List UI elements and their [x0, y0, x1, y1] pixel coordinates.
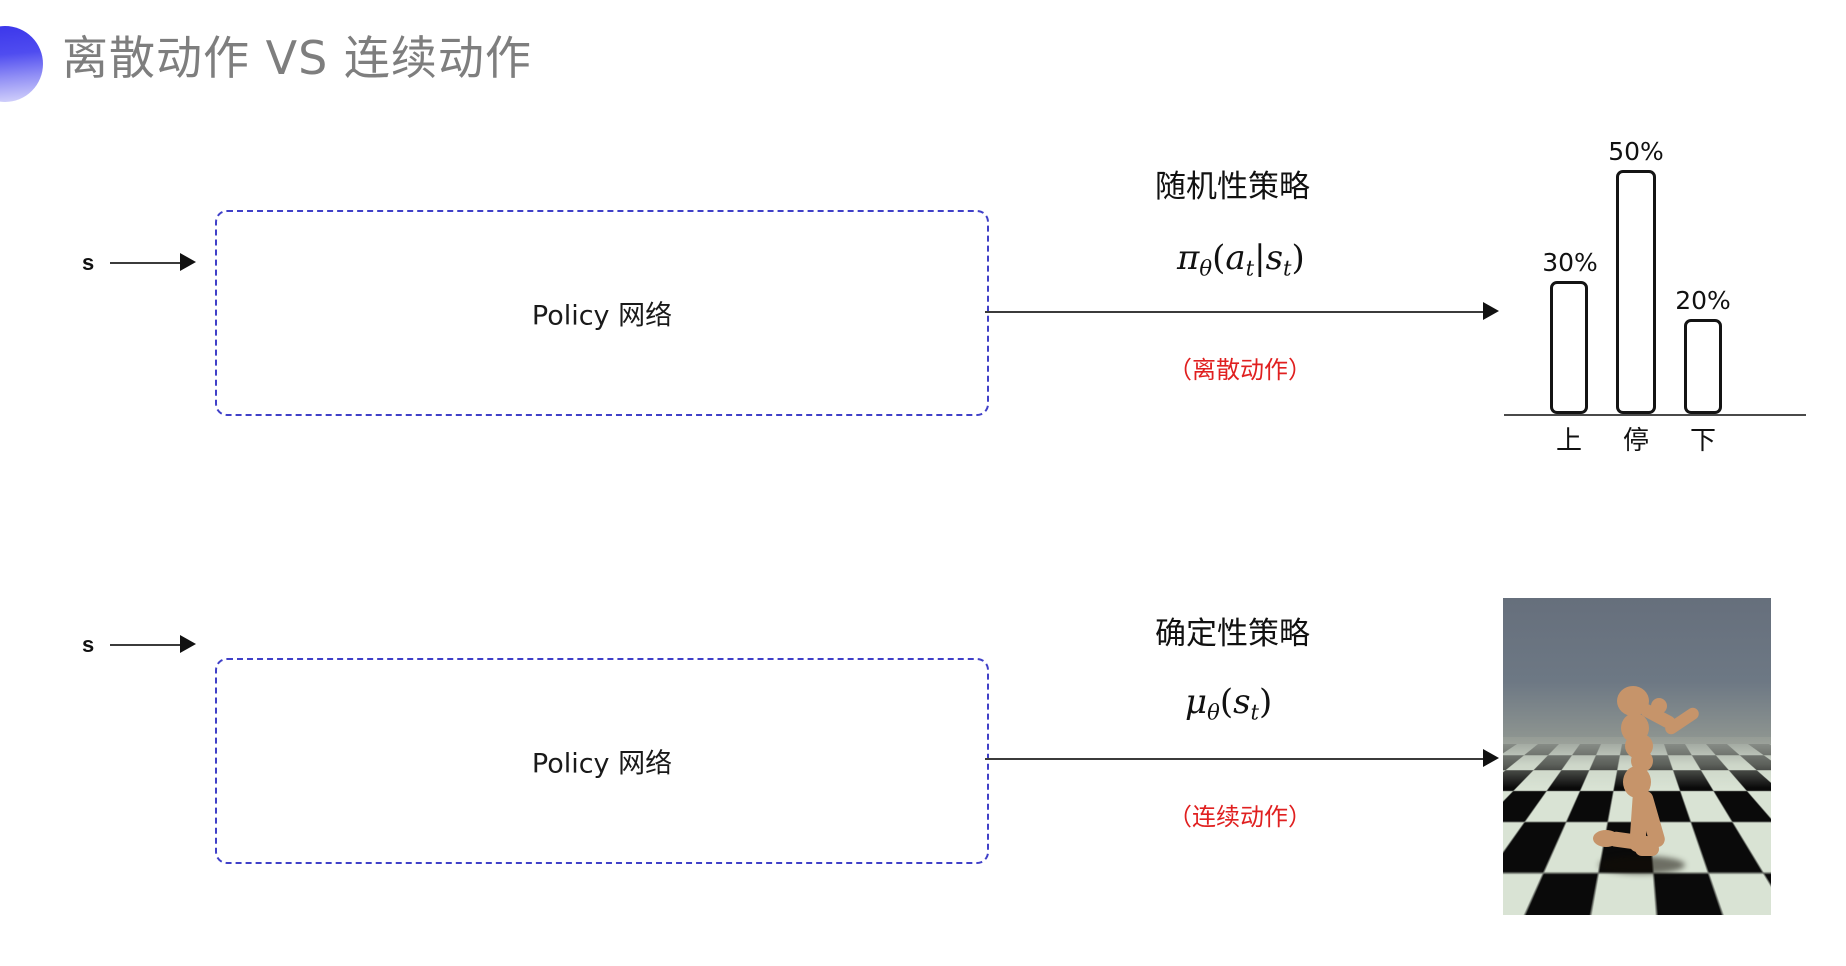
state-input-label-continuous: s — [82, 632, 95, 657]
formula-mu-symbol: μ — [1185, 682, 1208, 722]
formula-close-paren: ) — [1291, 238, 1305, 278]
policy-network-label-continuous: Policy 网络 — [531, 748, 673, 780]
input-arrow-head-discrete — [180, 253, 196, 271]
output-arrow-head-discrete — [1483, 302, 1499, 320]
bar-value-down: 20% — [1675, 286, 1731, 315]
humanoid-foot — [1593, 830, 1619, 847]
output-arrow-line-discrete — [985, 311, 1485, 313]
formula-conditional-bar: | — [1254, 238, 1266, 278]
formula-theta-subscript: θ — [1199, 255, 1213, 281]
action-type-note-continuous: （连续动作） — [1168, 803, 1312, 831]
humanoid-rear-foot — [1635, 842, 1659, 856]
bar-tick-stop: 停 — [1622, 426, 1649, 456]
formula-state-symbol: s — [1265, 238, 1284, 278]
input-arrow-line-discrete — [110, 262, 182, 264]
input-arrow-line-continuous — [110, 644, 182, 646]
input-arrow-head-continuous — [180, 635, 196, 653]
action-probability-bar-chart: 30% 50% 20% 上 停 下 — [1504, 96, 1806, 456]
policy-type-label-continuous: 确定性策略 — [1155, 616, 1310, 652]
output-arrow-head-continuous — [1483, 749, 1499, 767]
bar-stop — [1616, 170, 1656, 414]
policy-formula-discrete: πθ(at|st) — [1177, 238, 1305, 280]
page-title: 离散动作 VS 连续动作 — [62, 31, 532, 85]
policy-network-label-discrete: Policy 网络 — [531, 300, 673, 332]
policy-type-label-discrete: 随机性策略 — [1155, 169, 1310, 205]
bar-tick-down: 下 — [1689, 426, 1716, 456]
formula-state-subscript-continuous: t — [1250, 699, 1260, 725]
formula-action-subscript: t — [1245, 255, 1255, 281]
bar-down — [1684, 319, 1722, 414]
chart-baseline-axis — [1504, 414, 1806, 416]
output-arrow-line-continuous — [985, 758, 1485, 760]
formula-open-paren-continuous: ( — [1219, 682, 1234, 722]
formula-theta-subscript-continuous: θ — [1207, 699, 1220, 725]
humanoid-simulation-image — [1503, 598, 1771, 915]
policy-network-box-discrete[interactable]: Policy 网络 — [215, 210, 989, 416]
bar-value-stop: 50% — [1608, 137, 1664, 166]
formula-state-symbol-continuous: s — [1233, 682, 1251, 722]
state-input-label-discrete: s — [82, 250, 95, 275]
humanoid-hand — [1651, 698, 1667, 714]
bar-tick-up: 上 — [1555, 426, 1582, 456]
formula-open-paren: ( — [1212, 238, 1226, 278]
formula-pi-symbol: π — [1177, 238, 1200, 278]
policy-formula-continuous: μθ(st) — [1185, 682, 1272, 724]
humanoid-shadow — [1599, 856, 1685, 874]
title-decoration-circle — [0, 26, 43, 102]
bar-up — [1550, 281, 1588, 414]
bar-value-up: 30% — [1542, 248, 1598, 277]
formula-action-symbol: a — [1225, 238, 1246, 278]
formula-close-paren-continuous: ) — [1259, 682, 1273, 722]
formula-state-subscript: t — [1283, 255, 1292, 281]
policy-network-box-continuous[interactable]: Policy 网络 — [215, 658, 989, 864]
action-type-note-discrete: （离散动作） — [1168, 356, 1312, 384]
